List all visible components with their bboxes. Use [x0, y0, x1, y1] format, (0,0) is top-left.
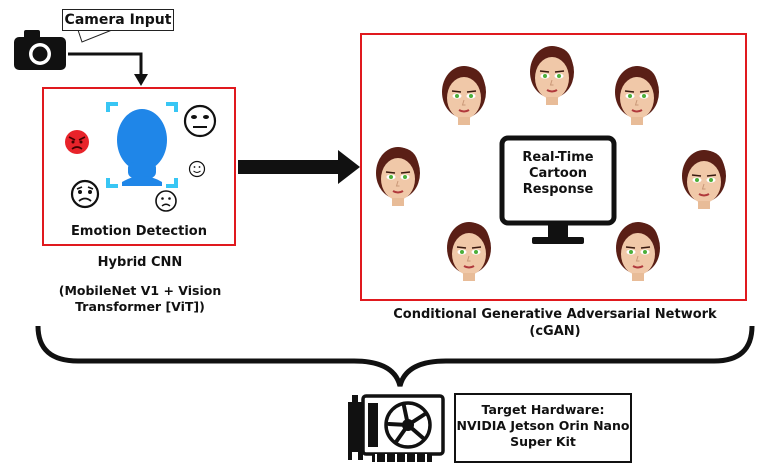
angry-emoji-icon	[65, 130, 89, 154]
cgan-box	[360, 33, 747, 301]
hardware-box	[454, 393, 632, 463]
frown-emoji-icon	[155, 190, 177, 212]
monitor-icon	[499, 135, 617, 244]
smile-emoji-icon	[188, 160, 206, 178]
hardware-text-line3: Super Kit	[510, 434, 576, 449]
emotion-detection-box	[42, 87, 236, 246]
grouping-brace	[35, 325, 755, 387]
emotion-detection-label: Emotion Detection	[71, 224, 207, 239]
callout-pointer	[77, 29, 113, 43]
hybrid-cnn-subtitle: (MobileNet V1 + Vision Transformer [ViT]…	[25, 283, 255, 315]
main-arrow-head	[338, 150, 360, 184]
worried-emoji-icon	[70, 179, 100, 209]
gpu-card-icon	[348, 394, 445, 462]
monitor-text-line1: Real-Time	[522, 150, 594, 165]
camera-icon	[14, 30, 66, 70]
hardware-text-line2: NVIDIA Jetson Orin Nano	[456, 418, 630, 433]
hybrid-cnn-subtitle-line2: Transformer [ViT])	[75, 299, 205, 314]
hardware-text: Target Hardware: NVIDIA Jetson Orin Nano…	[456, 402, 630, 450]
neutral-emoji-icon	[183, 104, 217, 138]
hybrid-cnn-title: Hybrid CNN	[97, 255, 183, 270]
cgan-caption-line2: (cGAN)	[529, 324, 581, 339]
camera-arrow-line	[68, 52, 143, 76]
cgan-caption-line1: Conditional Generative Adversarial Netwo…	[393, 307, 717, 322]
monitor-text-line3: Response	[522, 182, 594, 197]
hybrid-cnn-subtitle-line1: (MobileNet V1 + Vision	[58, 283, 222, 298]
cgan-caption: Conditional Generative Adversarial Netwo…	[365, 306, 745, 340]
monitor-text-line2: Cartoon	[528, 166, 588, 181]
monitor-text: Real-Time Cartoon Response	[508, 150, 608, 198]
camera-input-label: Camera Input	[62, 9, 174, 31]
hardware-text-line1: Target Hardware:	[481, 402, 605, 417]
camera-arrow-head	[134, 74, 148, 86]
main-arrow-shaft	[238, 160, 340, 174]
face-scan-icon	[106, 102, 178, 188]
